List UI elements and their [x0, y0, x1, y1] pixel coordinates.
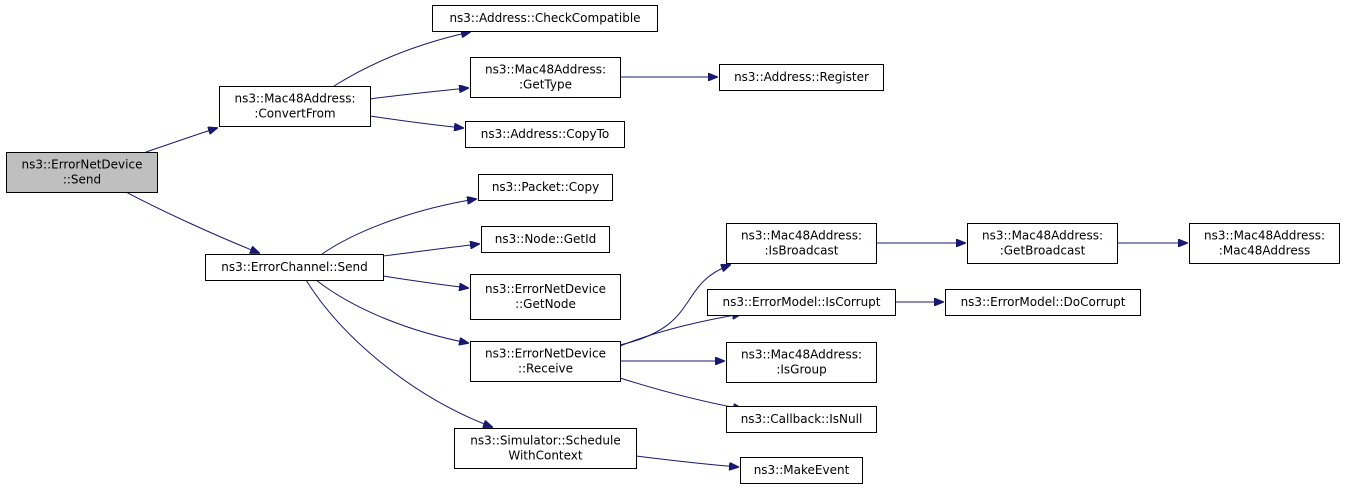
node-makeevent[interactable]: ns3::MakeEvent: [740, 457, 863, 484]
node-label-line: :GetBroadcast: [1000, 244, 1086, 258]
node-isnull[interactable]: ns3::Callback::IsNull: [726, 406, 877, 433]
node-label-line: ns3::ErrorNetDevice: [485, 282, 606, 296]
node-box: [6, 152, 158, 193]
node-packetcopy[interactable]: ns3::Packet::Copy: [478, 174, 613, 201]
edge-convertfrom-to-checkcompat: [333, 32, 470, 87]
node-box: [432, 5, 658, 32]
node-label-line: :GetType: [519, 78, 572, 92]
node-isbroadcast[interactable]: ns3::Mac48Address::IsBroadcast: [726, 223, 877, 264]
node-box: [219, 86, 371, 127]
node-label-line: WithContext: [508, 449, 583, 463]
node-box: [967, 223, 1118, 264]
node-box: [726, 223, 877, 264]
node-label-line: ns3::Address::Register: [734, 70, 869, 84]
node-box: [719, 64, 884, 91]
node-getid[interactable]: ns3::Node::GetId: [481, 226, 610, 253]
node-label-line: ns3::Mac48Address:: [982, 229, 1103, 243]
node-box: [707, 289, 896, 316]
node-box: [726, 342, 877, 383]
edge-receive-to-isnull: [619, 377, 742, 409]
edge-chansend-to-receive: [315, 279, 468, 343]
node-gettype[interactable]: ns3::Mac48Address::GetType: [470, 57, 621, 98]
node-label-line: ns3::Mac48Address:: [235, 92, 356, 106]
node-box: [740, 457, 863, 484]
edge-send_root-to-convertfrom: [145, 128, 217, 153]
node-convertfrom[interactable]: ns3::Mac48Address::ConvertFrom: [219, 86, 371, 127]
node-box: [454, 428, 637, 469]
node-docorrupt[interactable]: ns3::ErrorModel::DoCorrupt: [945, 289, 1141, 316]
node-label-line: :IsBroadcast: [765, 244, 839, 258]
node-label-line: :ConvertFrom: [254, 107, 335, 121]
node-label-line: :IsGroup: [776, 363, 826, 377]
edge-chansend-to-packetcopy: [321, 199, 476, 255]
edge-convertfrom-to-copyto: [369, 115, 463, 128]
node-isgroup[interactable]: ns3::Mac48Address::IsGroup: [726, 342, 877, 383]
node-label-line: ns3::Mac48Address:: [1204, 229, 1325, 243]
node-label-line: ns3::Address::CheckCompatible: [449, 11, 640, 25]
node-send_root[interactable]: ns3::ErrorNetDevice::Send: [6, 152, 158, 193]
edge-chansend-to-getnode: [382, 275, 468, 288]
edge-convertfrom-to-gettype: [369, 88, 468, 100]
node-label-line: ::GetNode: [515, 297, 576, 311]
node-receive[interactable]: ns3::ErrorNetDevice::Receive: [470, 341, 621, 382]
node-box: [470, 274, 621, 320]
node-label-line: ns3::Packet::Copy: [492, 180, 599, 194]
node-box: [1189, 223, 1340, 264]
node-label-line: ns3::ErrorNetDevice: [22, 158, 143, 172]
node-label-line: ns3::ErrorModel::IsCorrupt: [722, 295, 880, 309]
node-getbroadcast[interactable]: ns3::Mac48Address::GetBroadcast: [967, 223, 1118, 264]
node-label-line: ns3::Simulator::Schedule: [470, 434, 621, 448]
node-box: [478, 174, 613, 201]
node-mac48ctor[interactable]: ns3::Mac48Address::Mac48Address: [1189, 223, 1340, 264]
node-box: [945, 289, 1141, 316]
node-label-line: ns3::MakeEvent: [754, 463, 850, 477]
node-checkcompat[interactable]: ns3::Address::CheckCompatible: [432, 5, 658, 32]
node-label-line: ns3::Address::CopyTo: [481, 127, 610, 141]
node-getnode[interactable]: ns3::ErrorNetDevice::GetNode: [470, 274, 621, 320]
node-label-line: ns3::ErrorNetDevice: [485, 347, 606, 361]
edge-chansend-to-schedule: [305, 279, 492, 427]
node-label-line: ns3::ErrorModel::DoCorrupt: [961, 295, 1126, 309]
node-label-line: ::Receive: [518, 362, 573, 376]
node-label-line: :Mac48Address: [1219, 244, 1310, 258]
node-register[interactable]: ns3::Address::Register: [719, 64, 884, 91]
node-copyto[interactable]: ns3::Address::CopyTo: [465, 121, 625, 148]
node-box: [205, 254, 384, 281]
edge-send_root-to-chansend: [125, 191, 259, 253]
node-label-line: ns3::Node::GetId: [495, 232, 597, 246]
edge-schedule-to-makeevent: [635, 455, 738, 467]
node-label-line: ns3::Mac48Address:: [741, 348, 862, 362]
node-label-line: ns3::ErrorChannel::Send: [221, 260, 367, 274]
node-chansend[interactable]: ns3::ErrorChannel::Send: [205, 254, 384, 281]
node-box: [470, 57, 621, 98]
node-box: [726, 406, 877, 433]
node-box: [470, 341, 621, 382]
node-box: [481, 226, 610, 253]
node-label-line: ::Send: [63, 173, 101, 187]
edge-chansend-to-getid: [382, 244, 479, 257]
node-label-line: ns3::Callback::IsNull: [741, 412, 863, 426]
node-label-line: ns3::Mac48Address:: [485, 63, 606, 77]
node-label-line: ns3::Mac48Address:: [741, 229, 862, 243]
node-iscorrupt[interactable]: ns3::ErrorModel::IsCorrupt: [707, 289, 896, 316]
node-box: [465, 121, 625, 148]
edge-receive-to-iscorrupt: [619, 314, 741, 347]
